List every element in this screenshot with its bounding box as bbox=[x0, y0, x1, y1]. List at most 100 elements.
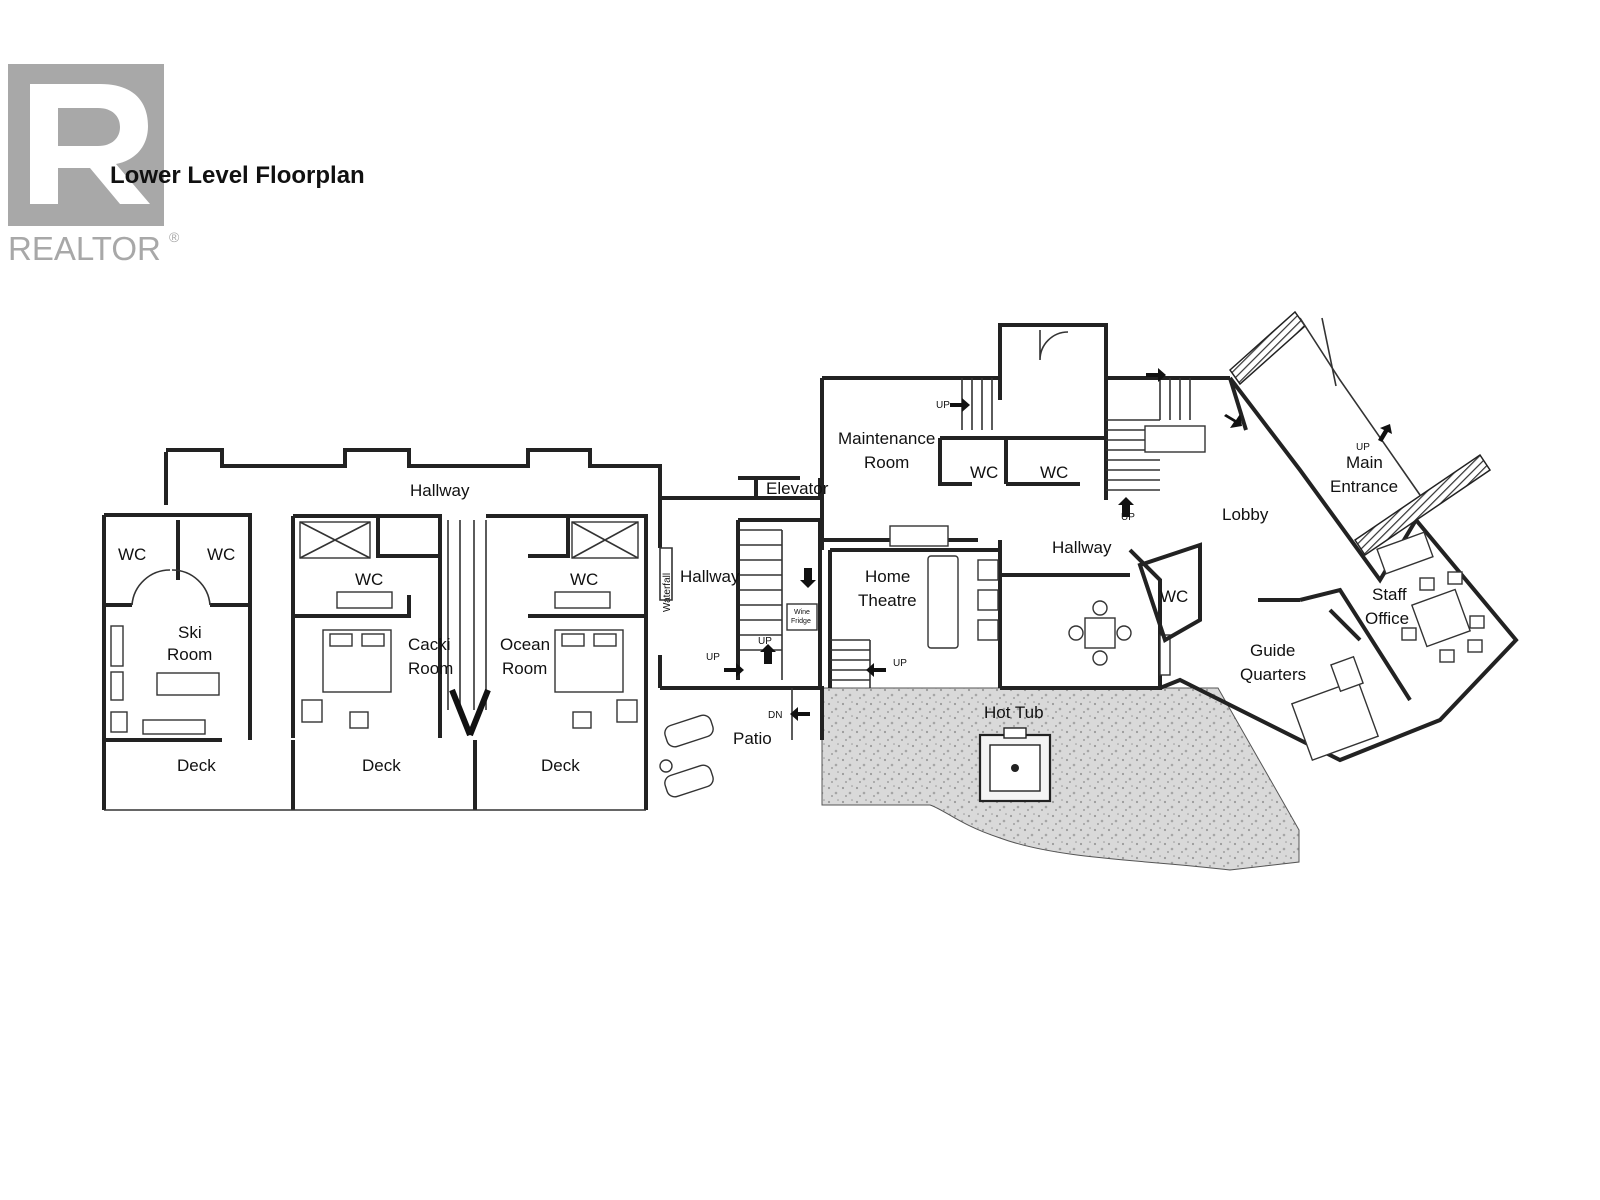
door-swing bbox=[131, 569, 211, 606]
realtor-logo-r bbox=[30, 84, 150, 204]
theatre-seat bbox=[977, 589, 999, 611]
label-cacki-room: Room bbox=[408, 659, 453, 678]
realtor-logo-registered: ® bbox=[169, 229, 180, 245]
theatre-sofa bbox=[927, 555, 959, 649]
label-patio: Patio bbox=[733, 729, 772, 748]
wall bbox=[938, 436, 1106, 486]
wall bbox=[1137, 542, 1202, 643]
entrance-edge bbox=[1321, 317, 1337, 387]
entrance-edge bbox=[1299, 317, 1421, 496]
wall bbox=[166, 448, 662, 498]
label-guide-quarters: Guide bbox=[1250, 641, 1295, 660]
wall bbox=[1000, 548, 1162, 690]
office-table-set bbox=[1401, 571, 1485, 663]
stair-up-label: UP bbox=[893, 658, 907, 669]
side-table bbox=[659, 759, 673, 773]
vanity bbox=[336, 591, 393, 609]
lounge-chair bbox=[664, 764, 714, 798]
stair-arrows bbox=[724, 368, 1392, 721]
wall bbox=[486, 514, 648, 740]
label-hallway-top: Hallway bbox=[410, 481, 470, 500]
label-deck: Deck bbox=[177, 756, 216, 775]
wall bbox=[104, 513, 252, 605]
label-staff-office: Office bbox=[1365, 609, 1409, 628]
label-wc: WC bbox=[207, 545, 235, 564]
stair-up-label: UP bbox=[1121, 512, 1135, 523]
label-deck: Deck bbox=[541, 756, 580, 775]
wall bbox=[293, 595, 411, 618]
label-staff-office: Staff bbox=[1372, 585, 1407, 604]
stair-up-label: UP bbox=[758, 636, 772, 647]
ski-bench bbox=[110, 625, 124, 667]
label-lobby: Lobby bbox=[1222, 505, 1269, 524]
wall bbox=[822, 323, 1230, 380]
guide-bed bbox=[1290, 678, 1380, 762]
theatre-console bbox=[889, 525, 949, 547]
wall bbox=[828, 548, 1002, 688]
label-deck: Deck bbox=[362, 756, 401, 775]
entrance-wall bbox=[1228, 310, 1307, 386]
label-maintenance-room: Room bbox=[864, 453, 909, 472]
wall bbox=[376, 516, 440, 558]
ski-table bbox=[156, 672, 220, 696]
nightstand bbox=[1330, 655, 1364, 693]
label-wc-ocean: WC bbox=[570, 570, 598, 589]
label-wc: WC bbox=[118, 545, 146, 564]
stairs bbox=[740, 529, 818, 680]
label-maintenance-room: Maintenance bbox=[838, 429, 935, 448]
wall bbox=[1258, 587, 1412, 702]
hot-tub bbox=[978, 727, 1052, 803]
label-guide-quarters: Quarters bbox=[1240, 665, 1306, 684]
label-hot-tub: Hot Tub bbox=[984, 703, 1044, 722]
closet bbox=[447, 520, 487, 710]
stair-up-label: UP bbox=[706, 652, 720, 663]
office-sofa bbox=[1376, 531, 1434, 575]
dining-table-set bbox=[1068, 600, 1132, 666]
label-wine-fridge: Wine bbox=[794, 609, 810, 616]
door-swing bbox=[1039, 330, 1069, 361]
stair-up-label: UP bbox=[1356, 442, 1370, 453]
ski-chair bbox=[110, 711, 128, 733]
armchair bbox=[301, 699, 323, 723]
lounge-chair bbox=[664, 714, 714, 748]
stairs bbox=[830, 639, 871, 688]
label-cacki-room: Cacki bbox=[408, 635, 451, 654]
desk-chair bbox=[572, 711, 592, 729]
hot-tub-area bbox=[821, 687, 1300, 871]
label-main-entrance: Entrance bbox=[1330, 477, 1398, 496]
stair-up-label: UP bbox=[936, 400, 950, 411]
label-ski-room: Ski bbox=[178, 623, 202, 642]
armchair bbox=[616, 699, 638, 723]
label-wc-cacki: WC bbox=[355, 570, 383, 589]
wine-fridge bbox=[786, 603, 818, 631]
label-home-theatre: Home bbox=[865, 567, 910, 586]
bridge-post bbox=[449, 688, 491, 737]
wall bbox=[658, 496, 824, 740]
desk-chair bbox=[349, 711, 369, 729]
label-wine-fridge: Fridge bbox=[791, 618, 811, 625]
label-home-theatre: Theatre bbox=[858, 591, 917, 610]
label-wc: WC bbox=[1040, 463, 1068, 482]
label-main-entrance: Main bbox=[1346, 453, 1383, 472]
label-waterfall: Waterfall bbox=[662, 573, 673, 612]
label-ocean-room: Room bbox=[502, 659, 547, 678]
wall bbox=[528, 516, 570, 558]
wall bbox=[291, 514, 442, 738]
wall bbox=[1159, 376, 1519, 763]
label-hallway-mid: Hallway bbox=[680, 567, 740, 586]
label-ocean-room: Ocean bbox=[500, 635, 550, 654]
ski-bench bbox=[110, 671, 124, 701]
entrance-wall bbox=[1353, 453, 1492, 557]
floorplan-title: Lower Level Floorplan bbox=[110, 162, 365, 189]
theatre-seat bbox=[977, 619, 999, 641]
realtor-logo: REALTOR ® bbox=[8, 64, 180, 267]
realtor-logo-text: REALTOR bbox=[8, 230, 161, 267]
bench bbox=[1144, 425, 1206, 453]
label-wc: WC bbox=[970, 463, 998, 482]
label-ski-room: Room bbox=[167, 645, 212, 664]
ski-bench bbox=[142, 719, 206, 735]
waterfall-feature bbox=[659, 547, 673, 601]
vanity bbox=[554, 591, 611, 609]
wall bbox=[1228, 377, 1248, 431]
